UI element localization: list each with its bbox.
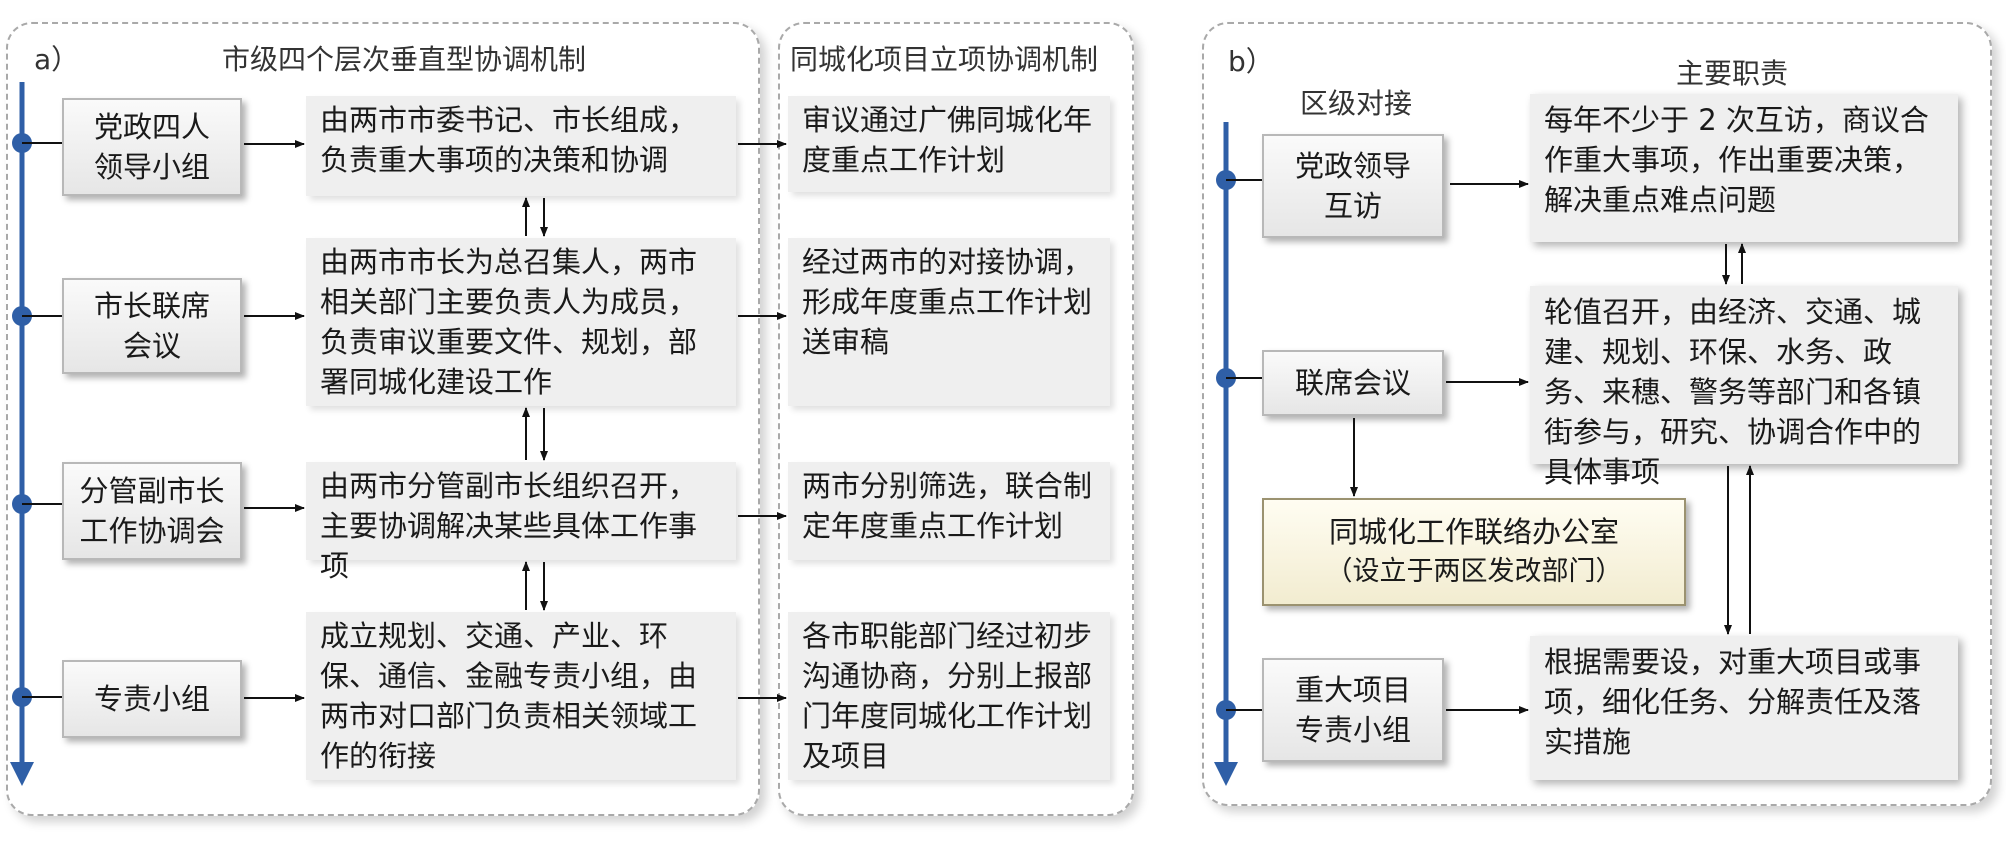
district-duty-1: 每年不少于 2 次互访，商议合作重大事项，作出重要决策，解决重点难点问题 <box>1530 94 1958 242</box>
panel-a-title-left: 市级四个层次垂直型协调机制 <box>222 43 587 76</box>
panel-b-axis-arrowhead <box>1214 762 1238 786</box>
panel-a-axis-arrowhead <box>10 762 34 786</box>
city-label-2: 市长联席 会议 <box>62 278 242 374</box>
panel-b-title-left: 区级对接 <box>1300 87 1413 120</box>
city-desc-3: 由两市分管副市长组织召开，主要协调解决某些具体工作事项 <box>306 462 736 583</box>
city-desc-1: 由两市市委书记、市长组成，负责重大事项的决策和协调 <box>306 96 736 196</box>
city-result-4: 各市职能部门经过初步沟通协商，分别上报部门年度同城化工作计划及项目 <box>788 612 1110 780</box>
liaison-office-box: 同城化工作联络办公室 （设立于两区发改部门） <box>1262 498 1686 606</box>
city-desc-2: 由两市市长为总召集人，两市相关部门主要负责人为成员，负责审议重要文件、规划，部署… <box>306 238 736 406</box>
city-desc-4: 成立规划、交通、产业、环保、通信、金融专责小组，由两市对口部门负责相关领域工作的… <box>306 612 736 780</box>
panel-b-tag: b） <box>1228 45 1274 78</box>
liaison-office-note: （设立于两区发改部门） <box>1325 556 1623 587</box>
liaison-office-name: 同城化工作联络办公室 <box>1328 515 1619 549</box>
city-label-1: 党政四人 领导小组 <box>62 98 242 196</box>
district-label-1: 党政领导 互访 <box>1262 134 1444 238</box>
city-result-2: 经过两市的对接协调，形成年度重点工作计划送审稿 <box>788 238 1110 406</box>
city-result-3: 两市分别筛选，联合制定年度重点工作计划 <box>788 462 1110 560</box>
district-duty-3: 根据需要设，对重大项目或事项，细化任务、分解责任及落实措施 <box>1530 636 1958 780</box>
panel-a-tag: a） <box>34 43 80 76</box>
panel-a-title-right: 同城化项目立项协调机制 <box>790 43 1099 76</box>
panel-b-title-right: 主要职责 <box>1676 57 1789 90</box>
district-duty-2: 轮值召开，由经济、交通、城建、规划、环保、水务、政务、来穗、警务等部门和各镇街参… <box>1530 286 1958 489</box>
city-label-4: 专责小组 <box>62 660 242 738</box>
district-label-3: 重大项目 专责小组 <box>1262 658 1444 762</box>
city-result-1: 审议通过广佛同城化年度重点工作计划 <box>788 96 1110 192</box>
district-label-2: 联席会议 <box>1262 350 1444 416</box>
city-label-3: 分管副市长 工作协调会 <box>62 462 242 560</box>
